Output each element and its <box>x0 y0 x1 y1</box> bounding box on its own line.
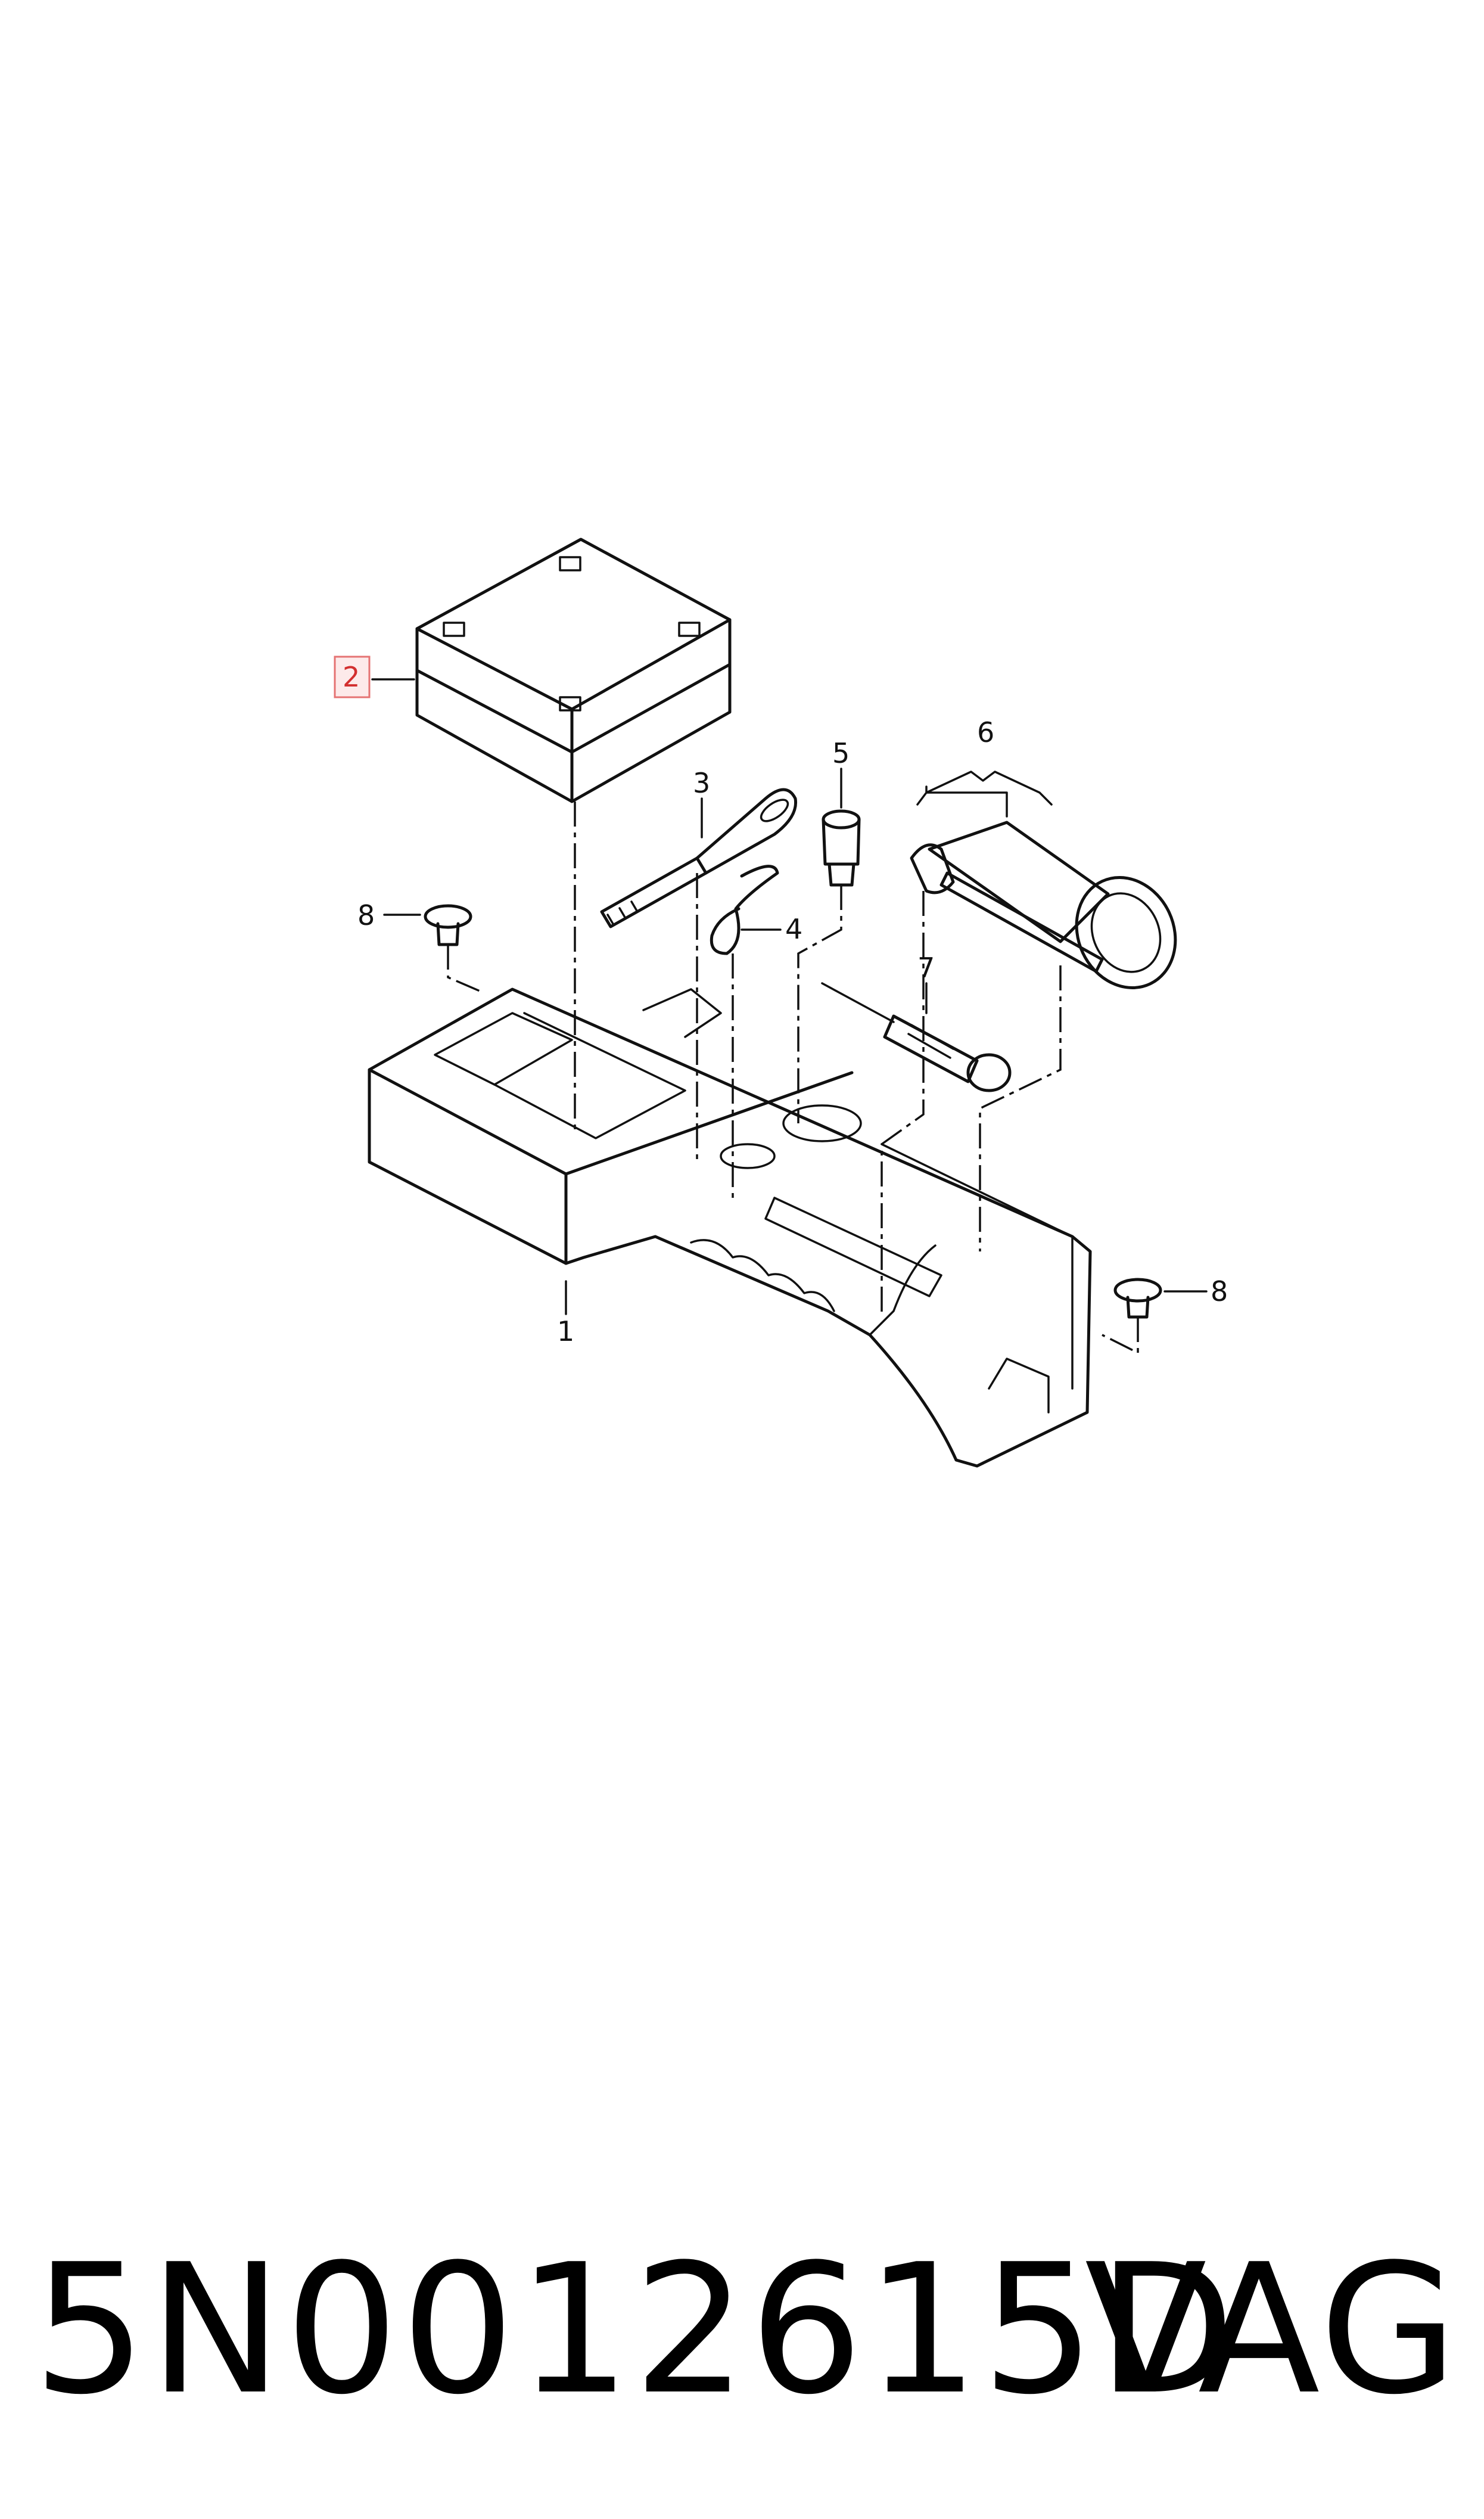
leader-lines <box>371 678 1208 1315</box>
part-5-adapter <box>822 809 861 887</box>
footer: 5N0012615D VAG <box>0 2205 1484 2455</box>
callout-8-right: 8 <box>1211 1275 1228 1307</box>
part-3-towing-eye <box>600 788 798 928</box>
callout-2: 2 <box>343 661 360 693</box>
assembly-lines <box>447 802 1139 1355</box>
callout-6: 6 <box>977 716 994 748</box>
highlight-box-2 <box>334 656 371 698</box>
callout-5: 5 <box>832 737 850 769</box>
callout-7: 7 <box>917 952 935 984</box>
part-number: 5N0012615D <box>33 2226 1238 2434</box>
part-2-box <box>415 538 732 803</box>
callouts: 2 1 3 4 5 6 7 8 8 <box>334 656 1228 1347</box>
part-1-foam-tray <box>368 987 1092 1468</box>
part-4-clip <box>710 865 779 955</box>
part-8-rivet-right <box>1113 1278 1162 1319</box>
brand-label: VAG <box>1084 2226 1460 2434</box>
callout-1: 1 <box>557 1315 574 1347</box>
callout-4: 4 <box>785 913 802 945</box>
part-6-wheel-socket <box>910 821 1177 989</box>
part-7-screwdriver <box>821 982 1012 1092</box>
callout-3: 3 <box>693 767 710 799</box>
exploded-parts-diagram: 2 1 3 4 5 6 7 8 8 <box>334 538 1228 1468</box>
callout-8-left: 8 <box>357 899 375 931</box>
part-8-rivet-left <box>424 904 472 946</box>
